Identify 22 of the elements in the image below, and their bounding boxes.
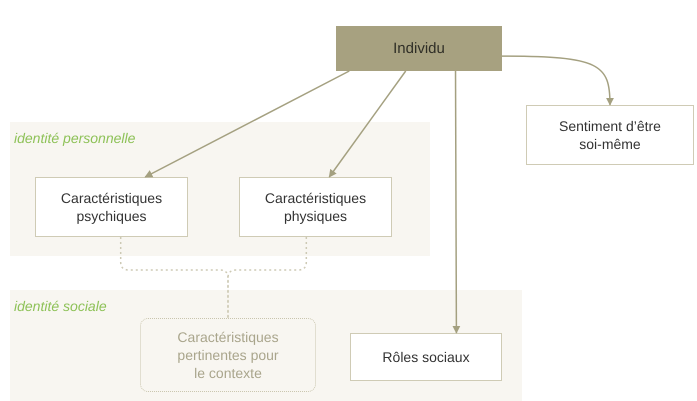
arrow [452, 71, 460, 334]
arrow [328, 70, 406, 178]
concept-box [239, 177, 392, 237]
concept-box [350, 333, 502, 381]
dotted-bracket-line [227, 237, 308, 318]
box-text: Individu [392, 38, 446, 58]
box-text: Caractéristiques physiques [264, 188, 368, 226]
main-box [336, 26, 502, 71]
box-text: Rôles sociaux [381, 348, 471, 366]
group-heading: identité sociale [14, 297, 107, 316]
arrow [144, 70, 350, 178]
box-text: Caractéristiques pertinentes pour le contexte [176, 328, 280, 382]
concept-box [35, 177, 188, 237]
group-heading: identité personnelle [14, 129, 136, 148]
arrow [502, 55, 614, 106]
box-text: Sentiment d’être soi-même [558, 116, 662, 154]
dotted-bracket-line [120, 237, 229, 318]
concept-box [140, 318, 316, 392]
box-text: Caractéristiques psychiques [60, 188, 164, 226]
concept-box [526, 105, 694, 165]
group-band [10, 290, 522, 401]
group-band [10, 122, 430, 256]
